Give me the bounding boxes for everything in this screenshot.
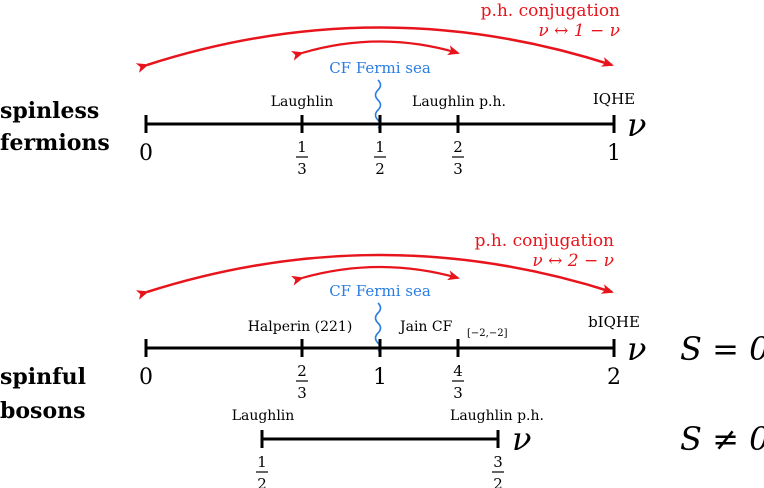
top-outer-conjugation-arrow: [135, 26, 614, 73]
bottom-tick-label: 0: [139, 365, 153, 390]
top-tick-denominator: 2: [375, 160, 385, 178]
bottom-sub-tick-fraction: 12: [256, 453, 268, 488]
bottom-sub-axis-nu: ν: [512, 420, 531, 458]
top-tick-label: 1: [607, 141, 621, 166]
bottom-state-biqhe: bIQHE: [588, 313, 640, 331]
bottom-tick-fraction: 43: [452, 362, 464, 402]
bottom-s-zero: S = 0: [680, 330, 764, 368]
bottom-row-label-line1: spinful: [0, 364, 86, 390]
bottom-row-label-line2: bosons: [0, 398, 86, 424]
bottom-sub-state-laughlin-ph: Laughlin p.h.: [450, 408, 544, 424]
top-state-laughlin: Laughlin: [271, 94, 334, 110]
bottom-conjugation-title: p.h. conjugation: [475, 231, 614, 251]
top-tick-numerator: 1: [297, 138, 307, 156]
top-cf-fermi-sea-label: CF Fermi sea: [329, 59, 431, 77]
top-tick-denominator: 3: [297, 160, 307, 178]
top-row-label-line1: spinless: [0, 98, 99, 124]
bottom-sub-tick-denominator: 2: [257, 475, 267, 488]
bottom-axis-nu: ν: [627, 330, 646, 368]
bottom-sub-state-laughlin: Laughlin: [232, 408, 295, 424]
bottom-tick-label: 1: [373, 365, 387, 390]
bottom-state-jain-label: Jain CF: [398, 319, 453, 335]
top-state-iqhe: IQHE: [593, 90, 635, 108]
bottom-conjugation-rule: ν ↔ 2 − ν: [532, 251, 614, 271]
top-tick-fraction: 13: [296, 138, 308, 178]
bottom-sub-tick-fraction: 32: [492, 453, 504, 488]
bottom-tick-numerator: 4: [453, 362, 463, 380]
top-inner-conjugation-arrow: [290, 40, 460, 61]
bottom-state-jain-subscript: [−2,−2]: [467, 328, 508, 339]
bottom-panel: p.h. conjugation ν ↔ 2 − ν CF Fermi sea …: [0, 231, 764, 488]
top-tick-denominator: 3: [453, 160, 463, 178]
top-tick-label: 0: [139, 141, 153, 166]
bottom-sub-tick-numerator: 1: [257, 453, 267, 471]
bottom-inner-conjugation-arrow: [291, 265, 460, 286]
bottom-tick-fraction: 23: [296, 362, 308, 402]
top-tick-fraction: 23: [452, 138, 464, 178]
top-panel: p.h. conjugation ν ↔ 1 − ν CF Fermi sea …: [0, 1, 646, 178]
bottom-outer-conjugation-arrow: [135, 253, 614, 300]
bottom-state-halperin: Halperin (221): [248, 319, 353, 335]
top-tick-fraction: 12: [374, 138, 386, 178]
bottom-tick-numerator: 2: [297, 362, 307, 380]
top-state-laughlin-ph: Laughlin p.h.: [412, 94, 506, 110]
bottom-tick-denominator: 3: [297, 384, 307, 402]
bottom-sub-tick-numerator: 3: [493, 453, 503, 471]
top-tick-numerator: 2: [453, 138, 463, 156]
bottom-s-nonzero: S ≠ 0: [680, 420, 764, 458]
top-conjugation-title: p.h. conjugation: [481, 1, 620, 21]
bottom-sub-tick-denominator: 2: [493, 475, 503, 488]
bottom-tick-label: 2: [607, 365, 621, 390]
top-tick-numerator: 1: [375, 138, 385, 156]
top-axis-nu: ν: [627, 106, 646, 144]
bottom-cf-fermi-sea-label: CF Fermi sea: [329, 282, 431, 300]
top-row-label-line2: fermions: [0, 130, 110, 156]
top-conjugation-rule: ν ↔ 1 − ν: [538, 21, 620, 41]
bottom-tick-denominator: 3: [453, 384, 463, 402]
bottom-state-jain: Jain CF [−2,−2]: [398, 319, 508, 339]
